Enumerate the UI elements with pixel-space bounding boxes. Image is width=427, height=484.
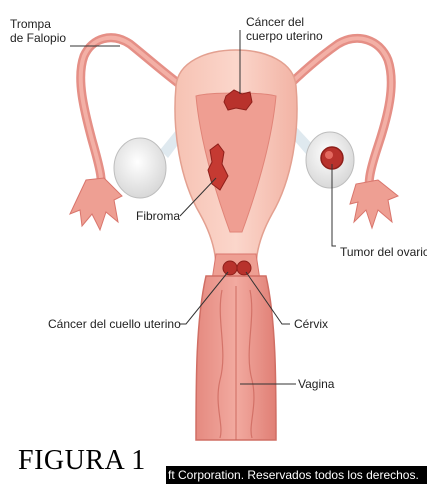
label-fallopian-tube-line1: Trompa bbox=[10, 17, 66, 31]
label-uterine-cancer-line2: cuerpo uterino bbox=[246, 29, 323, 43]
left-fimbriae bbox=[70, 178, 122, 230]
label-fallopian-tube-line2: de Falopio bbox=[10, 31, 66, 45]
figure-caption: FIGURA 1 bbox=[18, 446, 146, 476]
label-vagina: Vagina bbox=[298, 377, 334, 391]
left-fallopian-tube bbox=[70, 38, 190, 230]
label-fallopian-tube: Trompa de Falopio bbox=[10, 17, 66, 45]
label-fibroid: Fibroma bbox=[136, 209, 180, 223]
left-ovary bbox=[114, 138, 166, 198]
label-cervical-cancer: Cáncer del cuello uterino bbox=[48, 317, 181, 331]
label-ovarian-tumor: Tumor del ovario bbox=[340, 245, 427, 259]
copyright-bar: ft Corporation. Reservados todos los der… bbox=[166, 466, 427, 484]
right-fimbriae bbox=[350, 180, 398, 228]
label-uterine-cancer: Cáncer del cuerpo uterino bbox=[246, 15, 323, 43]
label-cervix: Cérvix bbox=[294, 317, 328, 331]
label-uterine-cancer-line1: Cáncer del bbox=[246, 15, 323, 29]
